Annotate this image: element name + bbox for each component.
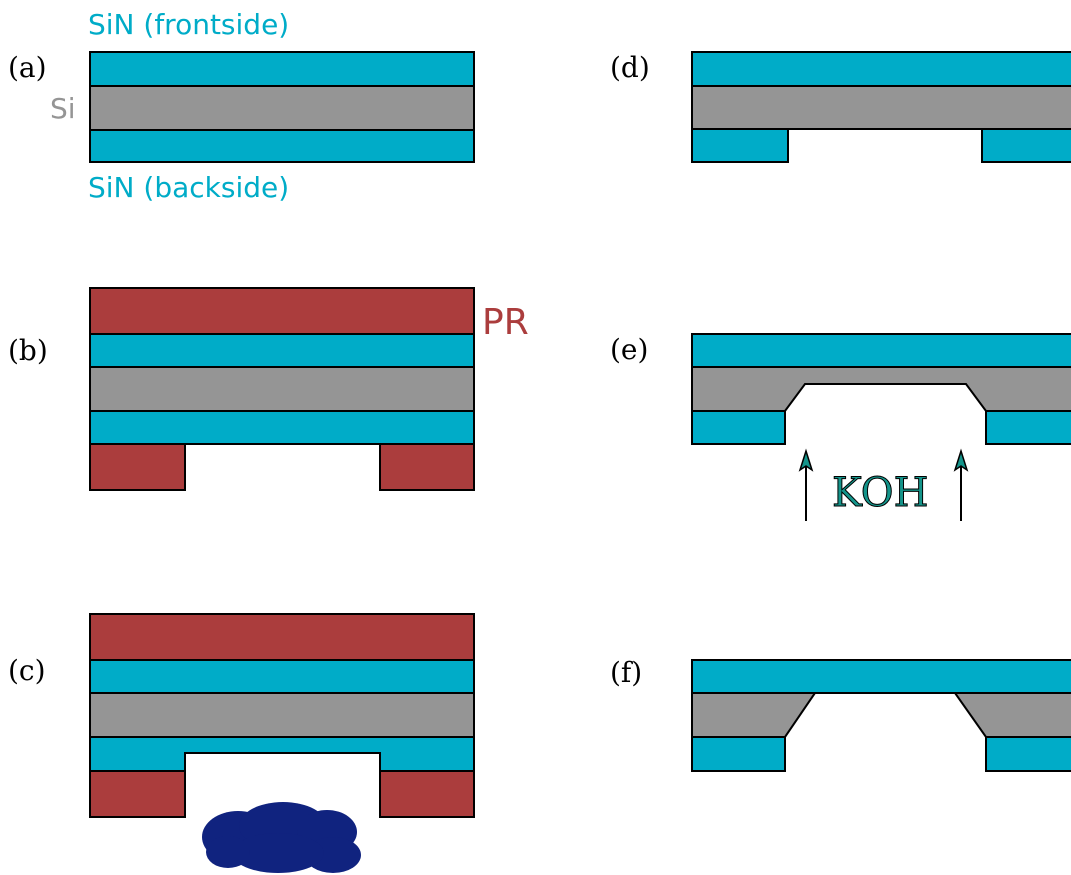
si-label: Si (50, 92, 76, 125)
panel-label-d: (d) (610, 51, 650, 84)
koh-label: KOH (832, 470, 928, 516)
koh-right-arrow-icon (953, 448, 969, 521)
panel-f: (f) (610, 656, 1071, 772)
panel-d: (d) (610, 51, 1071, 163)
sin-backside-left-block (691, 410, 786, 445)
pr-bottom-right-block (379, 443, 475, 491)
si-layer (691, 85, 1071, 130)
sin-backside-right-block (985, 736, 1071, 772)
pr-bottom-left-block (89, 770, 186, 818)
sin-frontside-layer (691, 51, 1071, 87)
panel-label-a: (a) (8, 51, 47, 84)
panel-label-b: (b) (8, 334, 48, 367)
sin-backside-left-block (691, 128, 789, 163)
pr-bottom-left-block (89, 443, 186, 491)
si-left-sidewall (691, 692, 817, 738)
panel-label-c: (c) (8, 654, 46, 687)
plasma-etch-cloud-icon (202, 802, 361, 873)
si-right-sidewall (953, 692, 1071, 738)
panel-c: (c) (8, 613, 475, 873)
sin-backside-right-block (985, 410, 1071, 445)
sin-backside-right-block (981, 128, 1071, 163)
si-layer-partially-etched (691, 366, 1071, 412)
sin-backside-label: SiN (backside) (88, 171, 289, 204)
sin-frontside-label: SiN (frontside) (88, 8, 289, 41)
panel-label-f: (f) (610, 656, 642, 689)
pr-top-layer (89, 613, 475, 661)
si-layer (89, 692, 475, 738)
sin-membrane-layer (691, 659, 1071, 694)
pr-bottom-right-block (379, 770, 475, 818)
panel-a: SiN (frontside) (a) Si SiN (backside) (8, 8, 475, 204)
sin-frontside-layer (89, 659, 475, 694)
pr-top-layer (89, 287, 475, 335)
si-layer (89, 366, 475, 412)
sin-backside-layer (89, 410, 475, 445)
panel-e: (e) KOH (610, 333, 1071, 521)
sin-frontside-layer (89, 333, 475, 368)
panel-label-e: (e) (610, 333, 648, 366)
sin-backside-etched-layer (89, 736, 475, 772)
koh-left-arrow-icon (798, 448, 814, 521)
pr-label: PR (482, 302, 529, 343)
sin-frontside-layer (691, 333, 1071, 368)
sin-backside-layer (89, 129, 475, 163)
sin-backside-left-block (691, 736, 786, 772)
si-layer (89, 85, 475, 131)
sin-frontside-layer (89, 51, 475, 87)
panel-b: (b) PR (8, 287, 529, 491)
